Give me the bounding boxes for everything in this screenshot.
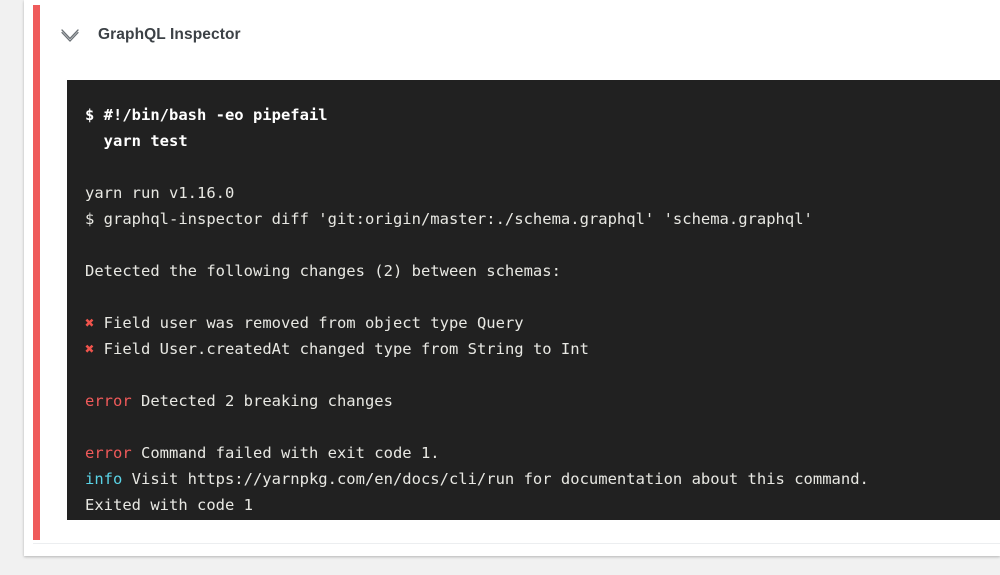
log-line <box>85 414 1000 440</box>
log-line: yarn test <box>85 128 1000 154</box>
log-line-text: yarn run v1.16.0 <box>85 184 235 202</box>
step-status-bar <box>33 5 40 540</box>
log-line: Detected the following changes (2) betwe… <box>85 258 1000 284</box>
card-footer <box>24 544 1000 556</box>
log-line: info Visit https://yarnpkg.com/en/docs/c… <box>85 466 1000 492</box>
log-line <box>85 232 1000 258</box>
log-line-text: Detected the following changes (2) betwe… <box>85 262 561 280</box>
log-line <box>85 154 1000 180</box>
breaking-change-icon: ✖ <box>85 314 95 332</box>
log-level-label: info <box>85 470 123 488</box>
log-line <box>85 284 1000 310</box>
log-line-text: $ graphql-inspector diff 'git:origin/mas… <box>85 210 813 228</box>
log-line: $ #!/bin/bash -eo pipefail <box>85 102 1000 128</box>
log-line-text: Visit https://yarnpkg.com/en/docs/cli/ru… <box>122 470 869 488</box>
log-line: error Command failed with exit code 1. <box>85 440 1000 466</box>
log-line-text: Field user was removed from object type … <box>94 314 524 332</box>
log-line-text: Exited with code 1 <box>85 496 253 514</box>
log-line-text: Field User.createdAt changed type from S… <box>94 340 589 358</box>
log-line-text: Command failed with exit code 1. <box>131 444 440 462</box>
terminal-log-output[interactable]: $ #!/bin/bash -eo pipefail yarn test yar… <box>67 80 1000 520</box>
page-title: GraphQL Inspector <box>98 25 241 43</box>
log-line: $ graphql-inspector diff 'git:origin/mas… <box>85 206 1000 232</box>
log-lines: $ #!/bin/bash -eo pipefail yarn test yar… <box>85 102 1000 518</box>
log-line: ✖ Field User.createdAt changed type from… <box>85 336 1000 362</box>
breaking-change-icon: ✖ <box>85 340 95 358</box>
build-step-card: GraphQL Inspector $ #!/bin/bash -eo pipe… <box>24 0 1000 556</box>
page-gutter <box>0 0 24 575</box>
log-line: error Detected 2 breaking changes <box>85 388 1000 414</box>
log-level-label: error <box>85 392 132 410</box>
log-line-text: yarn test <box>85 132 188 150</box>
step-divider <box>33 543 1000 544</box>
log-line: yarn run v1.16.0 <box>85 180 1000 206</box>
log-line-text: $ #!/bin/bash -eo pipefail <box>85 106 328 124</box>
log-line-text: Detected 2 breaking changes <box>131 392 393 410</box>
log-line <box>85 362 1000 388</box>
log-level-label: error <box>85 444 132 462</box>
log-line: ✖ Field user was removed from object typ… <box>85 310 1000 336</box>
step-header[interactable]: GraphQL Inspector <box>24 0 1000 69</box>
chevron-down-icon[interactable] <box>56 21 84 49</box>
log-line: Exited with code 1 <box>85 492 1000 518</box>
